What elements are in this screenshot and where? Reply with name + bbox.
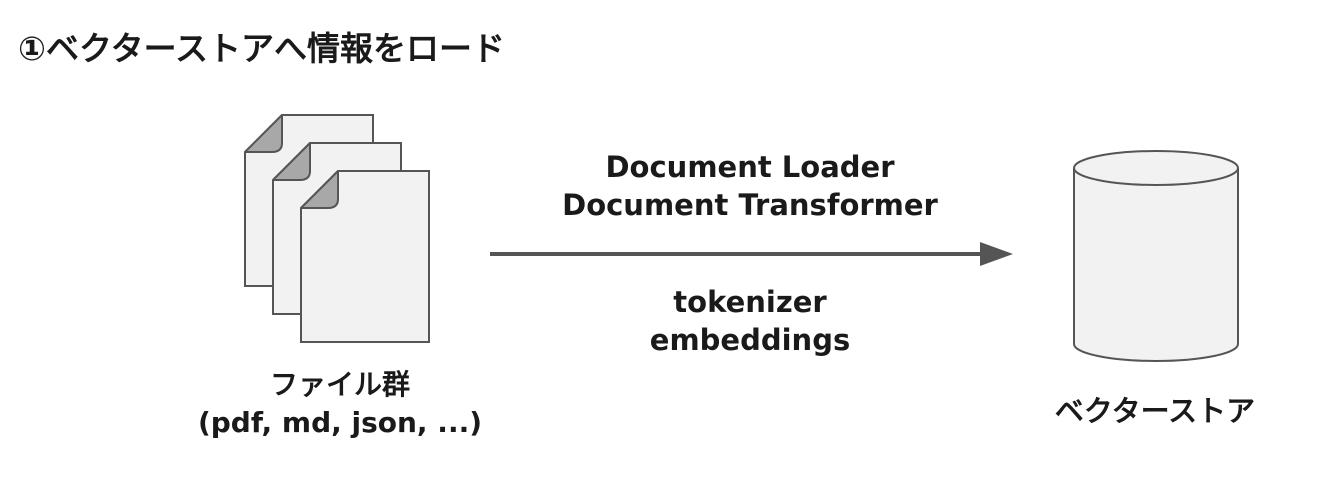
database-cylinder-icon [1073,150,1239,362]
tokenizer-label: tokenizer [673,285,827,319]
files-label: ファイル群 (pdf, md, json, ...) [175,366,505,442]
embeddings-label: embeddings [649,323,851,357]
vector-store-label: ベクターストア [1054,394,1256,428]
document-stack-icon [244,114,430,343]
process-label-bottom: tokenizer embeddings [560,283,940,359]
process-label-top: Document Loader Document Transformer [520,148,980,224]
document-loader-label: Document Loader [605,150,895,184]
document-transformer-label: Document Transformer [562,188,938,222]
files-label-name: ファイル群 [269,368,410,401]
files-label-types: (pdf, md, json, ...) [197,406,483,439]
document-front-icon [300,170,430,343]
arrow-right-icon [490,242,1013,266]
page-title: ①ベクターストアへ情報をロード [18,29,505,68]
